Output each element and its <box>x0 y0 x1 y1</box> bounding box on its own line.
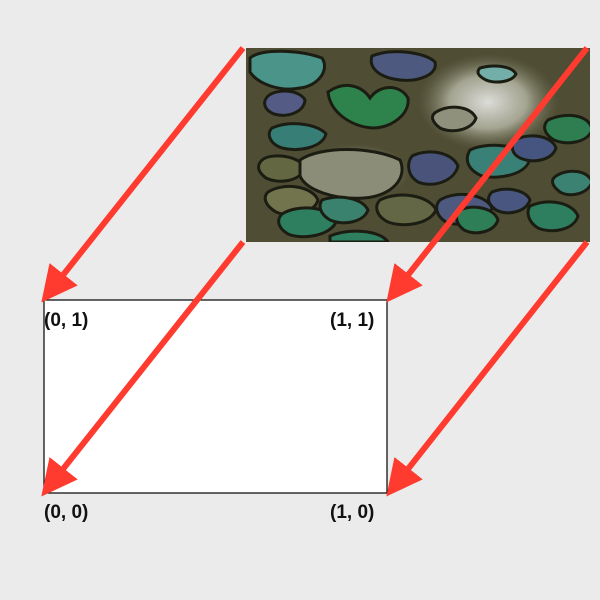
corner-label-bottom-left: (0, 0) <box>44 502 88 523</box>
arrow-top-right <box>386 46 590 303</box>
corner-label-top-left: (0, 1) <box>44 310 88 331</box>
mapping-arrows <box>41 46 590 497</box>
arrow-top-left <box>41 46 246 303</box>
arrow-bottom-right <box>386 240 590 497</box>
stone-texture-image <box>246 48 590 242</box>
corner-label-bottom-right: (1, 0) <box>330 502 374 523</box>
arrow-bottom-left <box>41 240 246 497</box>
corner-label-top-right: (1, 1) <box>330 310 374 331</box>
target-rectangle <box>43 299 388 494</box>
